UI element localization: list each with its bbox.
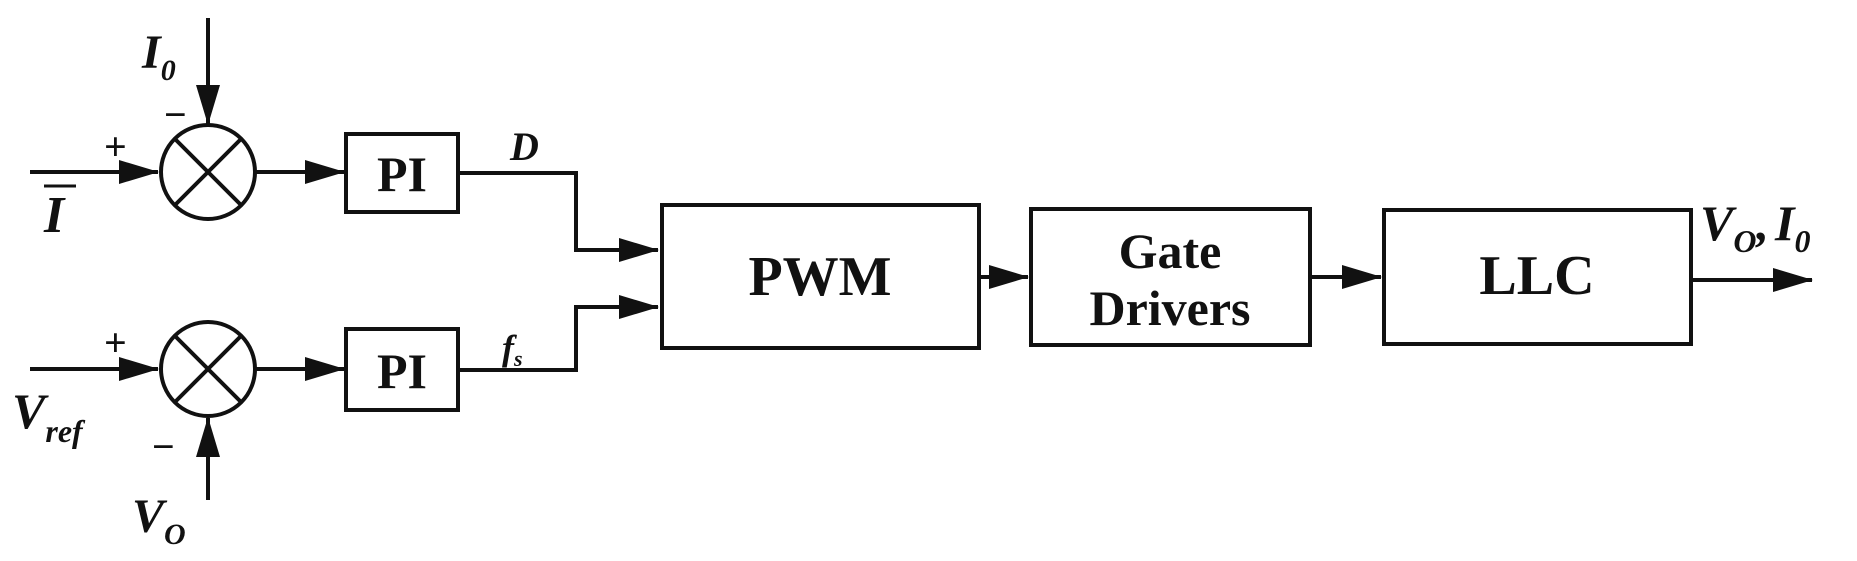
vo-bottom-label: VO xyxy=(132,490,186,551)
bottom-plus-sign: + xyxy=(104,320,127,365)
summing-junction-bottom xyxy=(159,320,257,418)
gate-drivers-block xyxy=(1029,207,1312,347)
pwm-block xyxy=(660,203,981,350)
bottom-minus-sign: − xyxy=(152,424,175,469)
gate-drivers-label-line2: Drivers xyxy=(1089,280,1250,336)
i-bar-label: I xyxy=(43,187,66,244)
pi-top-label: PI xyxy=(377,146,427,202)
i0-top-label: I0 xyxy=(141,26,176,87)
duty-signal-wire xyxy=(458,171,659,262)
gate-drivers-label-line1: Gate xyxy=(1119,223,1222,279)
v-ref-label: Vref xyxy=(12,383,86,449)
summing-junction-top xyxy=(159,123,257,221)
duty-label: D xyxy=(509,124,539,169)
top-minus-sign: − xyxy=(164,92,187,137)
llc-label: LLC xyxy=(1479,245,1594,307)
output-label: VO,I0 xyxy=(1700,195,1810,259)
llc-block xyxy=(1382,208,1693,346)
pi-bottom-label: PI xyxy=(377,343,427,399)
fs-label: fs xyxy=(502,328,523,371)
fs-signal-wire xyxy=(458,295,659,372)
pwm-label: PWM xyxy=(748,246,891,308)
top-plus-sign: + xyxy=(104,124,127,169)
